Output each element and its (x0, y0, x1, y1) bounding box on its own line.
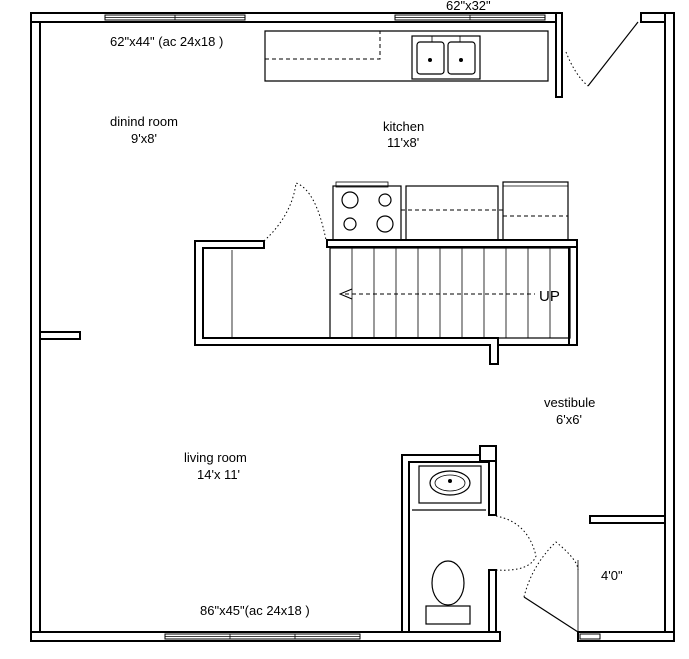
vestibule-size: 6'x6' (556, 412, 582, 427)
vestibule-label: vestibule (544, 395, 595, 410)
stair-treads (231, 247, 571, 339)
kitchen-label: kitchen (383, 119, 424, 134)
bathroom (401, 445, 537, 633)
stair-block (194, 239, 578, 365)
counter-base (401, 185, 503, 241)
entry-door-top (565, 21, 639, 87)
fridge-icon (502, 181, 569, 241)
dining-room-label: dinind room (110, 114, 178, 129)
sink-icon (411, 35, 481, 80)
top-window (104, 14, 546, 21)
dining-window-label: 62"x44" (ac 24x18 ) (110, 34, 223, 49)
toilet-icon (425, 560, 471, 625)
door-width-label: 4'0" (601, 568, 623, 583)
bath-sink-icon (418, 465, 482, 504)
bottom-window (164, 633, 601, 640)
kitchen-size: 11'x8' (387, 135, 419, 150)
stairs-up-label: UP (539, 288, 560, 305)
stove-icon (332, 181, 402, 241)
top-window-label: 62"x32" (446, 0, 491, 13)
stair-arrow-icon (338, 288, 535, 300)
living-room-size: 14'x 11' (197, 467, 240, 482)
bottom-window-label: 86"x45"(ac 24x18 ) (200, 603, 310, 618)
living-room-label: living room (184, 450, 247, 465)
bathroom-door-swing (495, 515, 537, 571)
kitchen-door-swing (263, 182, 327, 242)
dining-room-size: 9'x8' (131, 131, 157, 146)
kitchen-counter-top (264, 30, 549, 82)
front-door-swing (523, 541, 579, 633)
